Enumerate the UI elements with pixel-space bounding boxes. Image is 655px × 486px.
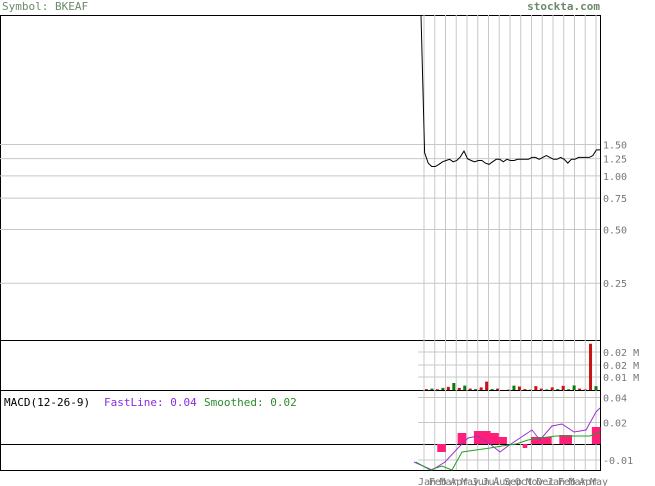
volume-tick-label: 0.01 M — [603, 373, 639, 384]
volume-bar — [512, 385, 516, 390]
macd-histogram-bar — [547, 437, 552, 444]
macd-histogram-bar — [437, 444, 442, 452]
macd-histogram-bar — [441, 444, 446, 452]
macd-title: MACD(12-26-9) — [4, 396, 91, 409]
volume-bar — [567, 389, 571, 390]
macd-histogram-bar — [457, 433, 463, 444]
volume-bar — [435, 389, 439, 390]
brand-label: stockta.com — [527, 0, 600, 13]
price-tick-label: 1.50 — [603, 141, 627, 152]
x-tick-label: Feb — [429, 477, 447, 486]
volume-bar — [545, 389, 549, 390]
volume-bar — [479, 387, 483, 390]
x-tick-label: May — [461, 477, 479, 486]
volume-bar — [441, 387, 445, 390]
volume-bar — [452, 383, 456, 390]
macd-histogram-bar — [591, 427, 597, 444]
price-line — [420, 14, 600, 167]
macd-histogram-bar — [543, 437, 548, 444]
macd-tick-label: 0.04 — [603, 394, 627, 405]
volume-tick-label: 0.02 M — [603, 361, 639, 372]
volume-bar — [430, 388, 434, 390]
x-tick-label: Sep — [504, 477, 522, 486]
volume-bar — [578, 388, 582, 390]
chart-frame — [0, 15, 601, 471]
macd-histogram-bar — [530, 437, 536, 444]
macd-histogram-bar — [502, 437, 507, 444]
volume-bar — [424, 389, 428, 390]
macd-smoothed-line — [415, 431, 601, 471]
macd-histogram-bar — [559, 435, 564, 444]
macd-histogram-bar — [486, 431, 491, 444]
x-tick-label: Nov — [526, 477, 544, 486]
macd-tick-label: 0.02 — [603, 419, 627, 430]
macd-histogram-bar — [473, 431, 479, 444]
macd-smoothed-label: Smoothed: 0.02 — [204, 396, 297, 409]
volume-bar — [556, 389, 560, 390]
price-tick-label: 0.25 — [603, 279, 627, 290]
symbol-label: Symbol: BKEAF — [2, 0, 89, 13]
x-tick-label: Feb — [558, 477, 576, 486]
volume-bar — [561, 385, 565, 390]
macd-fastline-label: FastLine: 0.04 — [104, 396, 197, 409]
volume-bar — [589, 343, 593, 390]
volume-bar — [572, 385, 576, 390]
macd-histogram-bar — [522, 444, 528, 448]
volume-bar — [583, 389, 587, 390]
volume-bar — [446, 386, 450, 390]
macd-histogram-bar — [538, 437, 544, 444]
volume-bar — [534, 386, 538, 390]
volume-bar — [485, 381, 489, 390]
x-tick-label: Apr — [579, 477, 597, 486]
macd-histogram-bar — [461, 433, 467, 444]
price-tick-label: 0.75 — [603, 194, 627, 205]
x-tick-label: Jan — [418, 477, 436, 486]
volume-bar — [523, 389, 527, 390]
price-tick-label: 1.25 — [603, 155, 627, 166]
volume-bar — [594, 386, 598, 390]
x-tick-label: Mar — [440, 477, 458, 486]
volume-bar — [463, 385, 467, 390]
x-tick-label: Jan — [547, 477, 565, 486]
x-tick-label: Mar — [569, 477, 587, 486]
volume-bar — [539, 388, 543, 390]
macd-histogram-bar — [595, 427, 601, 444]
volume-bar — [468, 388, 472, 390]
volume-bar — [457, 387, 461, 390]
macd-histogram-bar — [482, 431, 487, 444]
macd-fast-line — [413, 407, 601, 471]
volume-bar — [496, 388, 500, 390]
x-tick-label: May — [590, 477, 608, 486]
volume-bar — [517, 386, 521, 390]
price-tick-label: 1.00 — [603, 172, 627, 183]
volume-bar — [490, 389, 494, 390]
macd-histogram-bar — [490, 433, 495, 444]
macd-histogram-bar — [563, 435, 568, 444]
macd-histogram-bar — [498, 437, 503, 444]
macd-histogram-bar — [534, 437, 540, 444]
volume-bar — [474, 389, 478, 390]
x-tick-label: Oct — [515, 477, 533, 486]
volume-bar — [550, 387, 554, 390]
x-tick-label: Dec — [536, 477, 554, 486]
price-tick-label: 0.50 — [603, 226, 627, 237]
volume-tick-label: 0.02 M — [603, 348, 639, 359]
x-tick-label: Jul — [483, 477, 501, 486]
macd-histogram-bar — [567, 435, 573, 444]
x-tick-label: Apr — [450, 477, 468, 486]
macd-histogram-bar — [494, 433, 499, 444]
x-tick-label: Aug — [493, 477, 511, 486]
x-tick-label: Jun — [472, 477, 490, 486]
macd-tick-label: -0.01 — [603, 456, 633, 467]
